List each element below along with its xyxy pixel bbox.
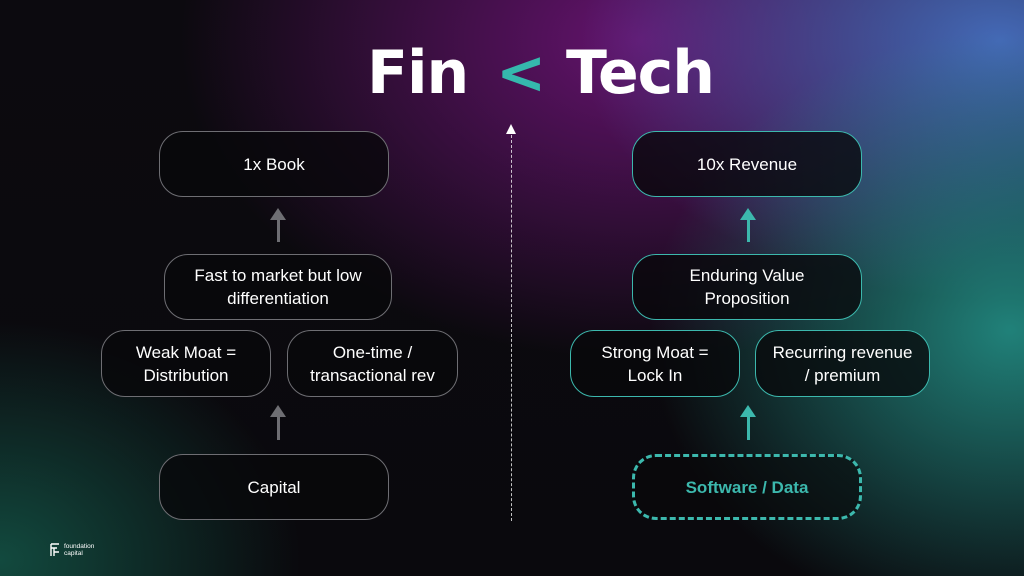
fin-revenue-box: One-time / transactional rev: [287, 330, 458, 397]
slide-title: Fin < Tech: [0, 38, 1024, 108]
tech-moat-box: Strong Moat = Lock In: [570, 330, 740, 397]
tech-arrow-up-icon-1: [740, 208, 756, 242]
center-divider-line: [511, 135, 512, 521]
tech-outcome-box: 10x Revenue: [632, 131, 862, 197]
tech-value-box: Enduring Value Proposition: [632, 254, 862, 320]
fin-arrow-up-icon-1: [270, 208, 286, 242]
title-tech: Tech: [566, 38, 715, 108]
fin-outcome-box: 1x Book: [159, 131, 389, 197]
divider-arrow-up-icon: [506, 124, 516, 134]
fin-arrow-up-icon-2: [270, 405, 286, 440]
logo-text: foundation capital: [64, 543, 95, 557]
fin-base-box: Capital: [159, 454, 389, 520]
fin-value-box: Fast to market but low differentiation: [164, 254, 392, 320]
tech-base-box: Software / Data: [632, 454, 862, 520]
title-fin: Fin: [367, 38, 469, 108]
tech-revenue-box: Recurring revenue / premium: [755, 330, 930, 397]
tech-arrow-up-icon-2: [740, 405, 756, 440]
title-less-than-operator: <: [496, 38, 546, 108]
foundation-capital-logo-icon: [50, 543, 59, 556]
fin-moat-box: Weak Moat = Distribution: [101, 330, 271, 397]
